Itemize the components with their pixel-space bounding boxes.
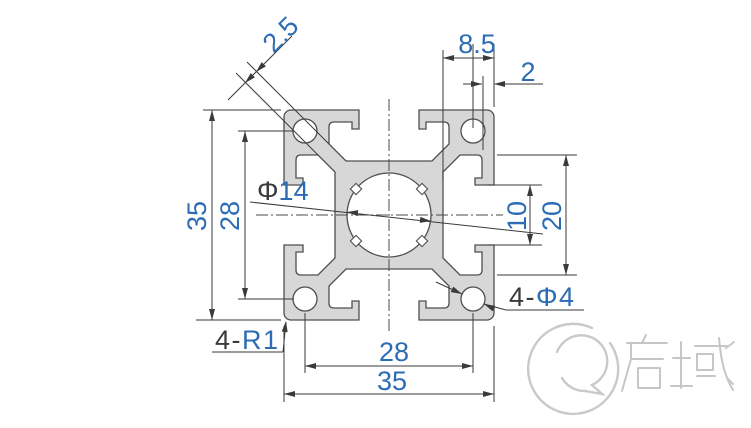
- dimension-slot-opening: 10: [487, 184, 542, 246]
- dim-center-hole-label: Φ14: [257, 176, 309, 206]
- dim-corner-holes-label: 4-Φ4: [509, 282, 576, 312]
- dim-slot-opening-label: 10: [502, 201, 532, 231]
- dimension-hole-pitch-horizontal: 28: [304, 313, 474, 373]
- watermark-logo: 启域: [527, 322, 735, 416]
- dim-lip-thickness-label: 2: [520, 57, 535, 87]
- dimension-hole-pitch-vertical: 28: [215, 130, 294, 300]
- dim-slot-depth-label: 8.5: [458, 29, 496, 59]
- dim-overall-height-label: 35: [182, 201, 212, 231]
- dim-overall-width-label: 35: [377, 366, 407, 396]
- dim-cavity-width-label: 20: [537, 201, 567, 231]
- dimension-corner-holes: 4-Φ4: [435, 281, 584, 312]
- dimension-center-hole: Φ14: [249, 176, 544, 235]
- profile-cross-section: [283, 109, 495, 321]
- center-bore-notches: [349, 182, 429, 248]
- dimension-web-thickness: 2.5: [227, 11, 330, 156]
- dim-hole-pitch-vertical-label: 28: [215, 201, 245, 231]
- dimension-lip-thickness: 2: [463, 57, 543, 150]
- dimension-cavity-width: 20: [497, 154, 577, 276]
- dimension-overall-width: 35: [283, 326, 495, 402]
- dim-web-thickness-label: 2.5: [257, 11, 305, 59]
- dimension-slot-depth: 8.5: [442, 29, 496, 178]
- q-swoosh-icon: [527, 322, 620, 416]
- dimension-corner-radius: 4-R1: [212, 321, 288, 355]
- dim-hole-pitch-horizontal-label: 28: [379, 337, 409, 367]
- logo-characters: [621, 334, 735, 392]
- dimension-overall-height: 35: [182, 109, 281, 321]
- dim-corner-radius-label: 4-R1: [215, 325, 280, 355]
